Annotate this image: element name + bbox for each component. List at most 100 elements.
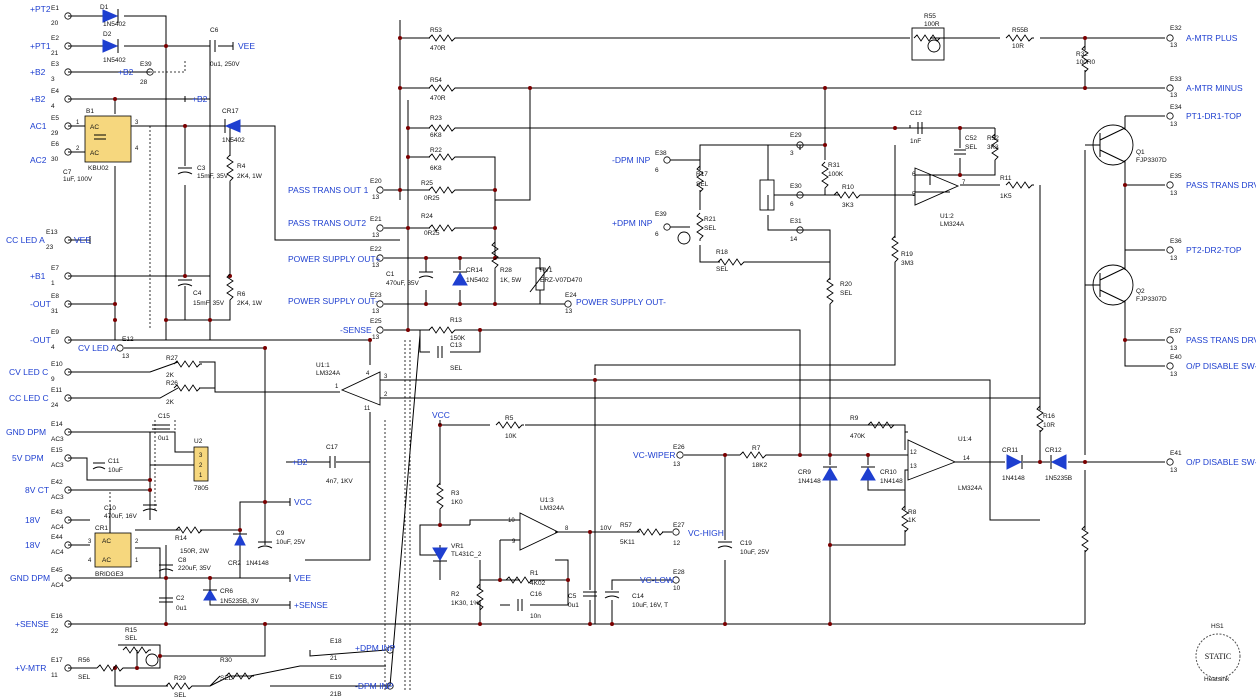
- svg-text:CR9: CR9: [798, 469, 811, 476]
- svg-text:150K: 150K: [450, 335, 466, 342]
- svg-text:7805: 7805: [194, 485, 209, 492]
- svg-text:100K: 100K: [828, 171, 844, 178]
- svg-text:1nF: 1nF: [910, 138, 921, 145]
- svg-text:R6: R6: [237, 291, 246, 298]
- svg-text:AC: AC: [90, 150, 99, 157]
- net-label: AC2: [30, 155, 47, 165]
- svg-text:D2: D2: [103, 31, 112, 38]
- svg-text:E39: E39: [140, 61, 152, 68]
- svg-text:E25: E25: [370, 318, 382, 325]
- net-label: VEE: [238, 41, 255, 51]
- svg-text:0u1, 250V: 0u1, 250V: [210, 61, 240, 68]
- svg-text:3: 3: [384, 374, 388, 380]
- svg-text:13: 13: [673, 461, 681, 468]
- wires: [68, 15, 1165, 687]
- svg-text:LM324A: LM324A: [316, 370, 341, 377]
- svg-text:E21: E21: [370, 216, 382, 223]
- svg-text:E40: E40: [1170, 354, 1182, 361]
- svg-text:470uF, 16V: 470uF, 16V: [104, 513, 138, 520]
- svg-text:C1: C1: [386, 271, 395, 278]
- svg-text:AC4: AC4: [51, 582, 64, 589]
- net-label: PASS TRANS OUT2: [288, 218, 366, 228]
- svg-text:FJP3307D: FJP3307D: [1136, 157, 1167, 164]
- svg-text:SEL: SEL: [174, 692, 187, 699]
- dashed-wires: [109, 60, 411, 690]
- svg-text:100R0: 100R0: [1076, 59, 1096, 66]
- svg-text:E31: E31: [790, 218, 802, 225]
- svg-text:3: 3: [790, 150, 794, 157]
- svg-text:E35: E35: [1170, 173, 1182, 180]
- cr1-bridge: [94, 532, 132, 568]
- svg-text:E36: E36: [1170, 238, 1182, 245]
- svg-text:470R: 470R: [430, 95, 446, 102]
- svg-text:1: 1: [51, 280, 55, 287]
- svg-text:E23: E23: [370, 292, 382, 299]
- svg-text:E22: E22: [370, 246, 382, 253]
- svg-text:13: 13: [372, 232, 380, 239]
- svg-text:SEL: SEL: [704, 225, 717, 232]
- svg-text:SEL: SEL: [840, 290, 853, 297]
- net-label: O/P DISABLE SW-1: [1186, 361, 1256, 371]
- svg-text:R29: R29: [174, 675, 186, 682]
- supply-flags: [89, 42, 441, 609]
- svg-text:4: 4: [366, 371, 370, 377]
- svg-text:E19: E19: [330, 674, 342, 681]
- svg-text:R56: R56: [78, 657, 90, 664]
- svg-text:13: 13: [1170, 121, 1178, 128]
- svg-text:10: 10: [673, 585, 681, 592]
- svg-text:1N4148: 1N4148: [880, 478, 903, 485]
- net-label: +B1: [30, 271, 46, 281]
- net-label: CV LED A: [78, 343, 117, 353]
- svg-text:AC4: AC4: [51, 524, 64, 531]
- svg-text:R22: R22: [430, 147, 442, 154]
- svg-text:R26: R26: [166, 380, 178, 387]
- svg-text:470K: 470K: [850, 433, 866, 440]
- u1-3-opamp: [519, 512, 560, 551]
- svg-text:Q1: Q1: [1136, 149, 1145, 156]
- net-label: +DPM INP: [612, 218, 653, 228]
- net-label: 18V: [25, 540, 40, 550]
- net-label: A-MTR MINUS: [1186, 83, 1243, 93]
- svg-text:E32: E32: [1170, 25, 1182, 32]
- svg-text:E5: E5: [51, 115, 59, 122]
- svg-text:AC: AC: [90, 124, 99, 131]
- net-label: +V-MTR: [15, 663, 46, 673]
- svg-text:C3: C3: [197, 165, 206, 172]
- svg-text:0u1: 0u1: [568, 602, 579, 609]
- svg-text:1N4148: 1N4148: [1002, 475, 1025, 482]
- svg-text:12: 12: [910, 450, 917, 456]
- svg-text:13: 13: [372, 194, 380, 201]
- svg-text:1K30, 1%: 1K30, 1%: [451, 600, 479, 607]
- svg-text:R19: R19: [901, 251, 913, 258]
- svg-text:E11: E11: [51, 387, 62, 394]
- svg-text:SEL: SEL: [965, 144, 978, 151]
- components: [84, 9, 1241, 690]
- left-net-labels: +PT2 +PT1 +B2 +B2 AC1 AC2 CC LED A +B1 -…: [6, 4, 51, 673]
- svg-text:LM324A: LM324A: [958, 485, 983, 492]
- svg-text:3: 3: [88, 539, 92, 545]
- svg-text:E13: E13: [46, 229, 58, 236]
- svg-text:SEL: SEL: [716, 266, 729, 273]
- svg-text:R17: R17: [696, 171, 708, 178]
- svg-text:1N5402: 1N5402: [103, 57, 126, 64]
- svg-text:CR17: CR17: [222, 108, 239, 115]
- svg-text:C19: C19: [740, 540, 752, 547]
- svg-text:R11: R11: [1000, 175, 1012, 182]
- net-label: VCC: [294, 497, 312, 507]
- net-label: +SENSE: [294, 600, 328, 610]
- svg-text:7: 7: [962, 180, 966, 186]
- svg-text:4n7, 1KV: 4n7, 1KV: [326, 478, 353, 485]
- svg-text:AC3: AC3: [51, 494, 64, 501]
- net-label: +B2: [30, 67, 46, 77]
- u1-4-opamp: [907, 439, 957, 481]
- middle-net-labels: PASS TRANS OUT 1 PASS TRANS OUT2 POWER S…: [78, 155, 724, 691]
- svg-text:LM324A: LM324A: [540, 505, 565, 512]
- svg-text:31: 31: [51, 308, 59, 315]
- svg-text:10K: 10K: [505, 433, 517, 440]
- net-label: -SENSE: [340, 325, 372, 335]
- svg-text:SEL: SEL: [125, 635, 138, 642]
- svg-text:3K3: 3K3: [987, 144, 999, 151]
- heatsink-symbol: [1195, 633, 1241, 679]
- svg-text:R13: R13: [450, 317, 462, 324]
- svg-text:AC4: AC4: [51, 549, 64, 556]
